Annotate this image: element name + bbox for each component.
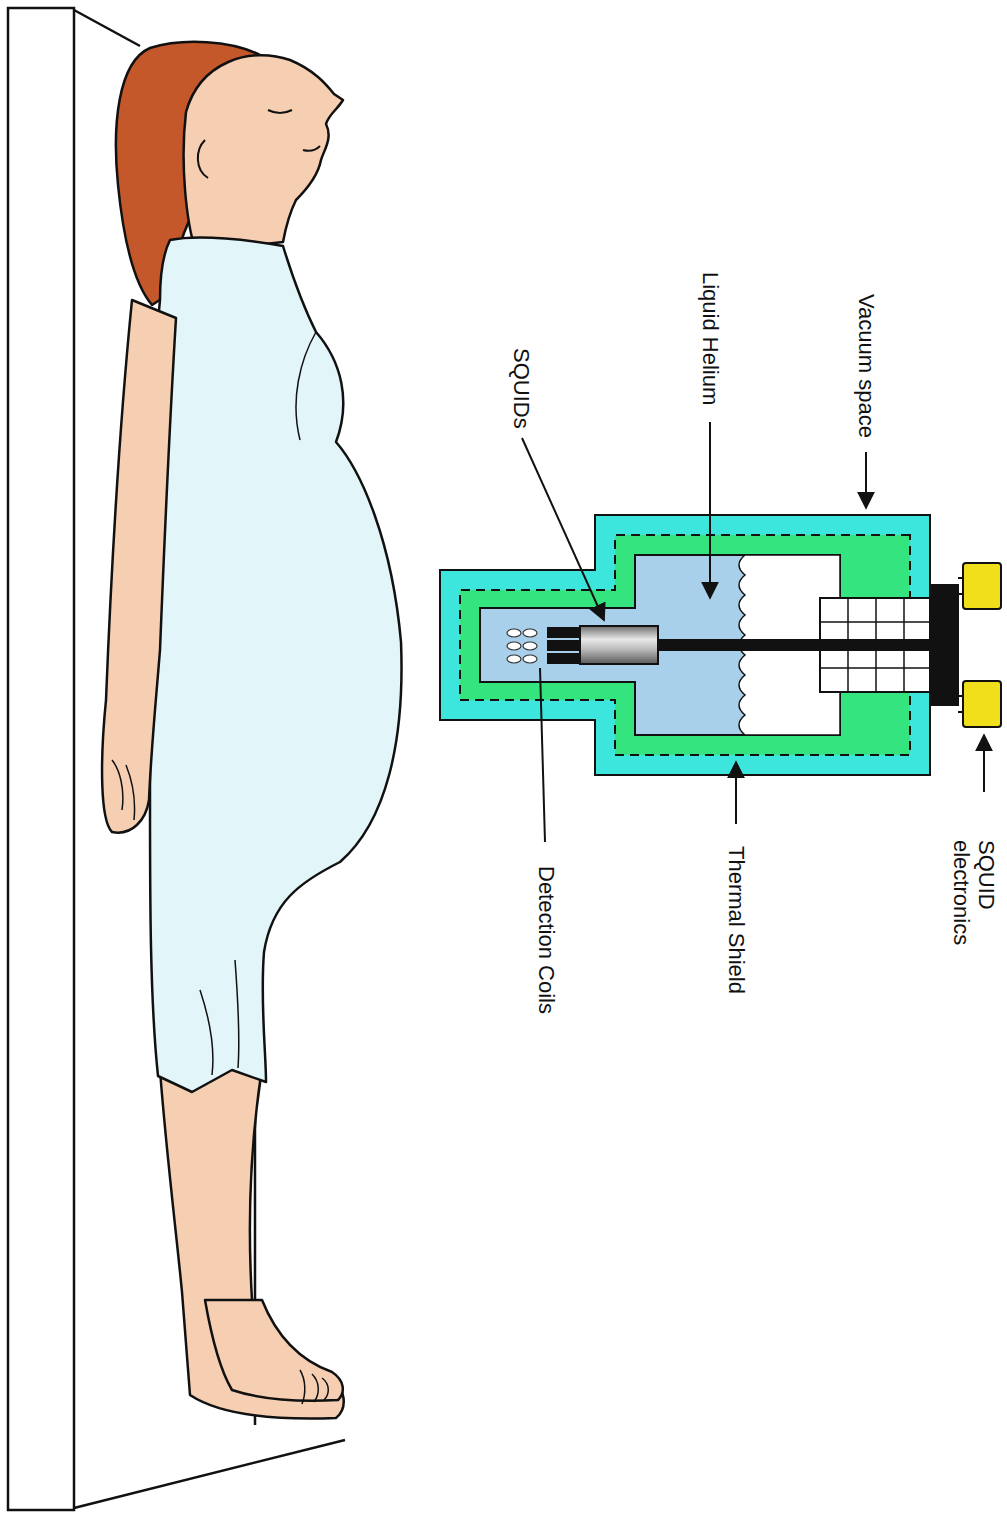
cryostat <box>440 515 1001 775</box>
detection-coils <box>507 629 537 663</box>
part-label: Vacuum space <box>854 294 879 438</box>
foot <box>205 1300 343 1401</box>
squid-electronics-box <box>963 681 1001 727</box>
head <box>184 55 343 252</box>
vacuum-space <box>440 515 930 775</box>
part-label: Detection Coils <box>534 866 559 1014</box>
arm <box>102 300 176 833</box>
leg <box>160 1068 344 1419</box>
part-label: SQUID electronics <box>949 840 999 970</box>
gown <box>150 238 402 1092</box>
part-label: Thermal Shield <box>724 846 749 994</box>
squid-cylinder <box>580 626 658 664</box>
part-label: SQUIDs <box>509 348 534 429</box>
part-label: Liquid Helium <box>698 272 723 405</box>
squid-electronics-box <box>963 563 1001 609</box>
top-plate <box>930 585 958 705</box>
rod <box>655 640 930 650</box>
patient-figure <box>102 42 401 1419</box>
leader-lines <box>522 422 984 842</box>
